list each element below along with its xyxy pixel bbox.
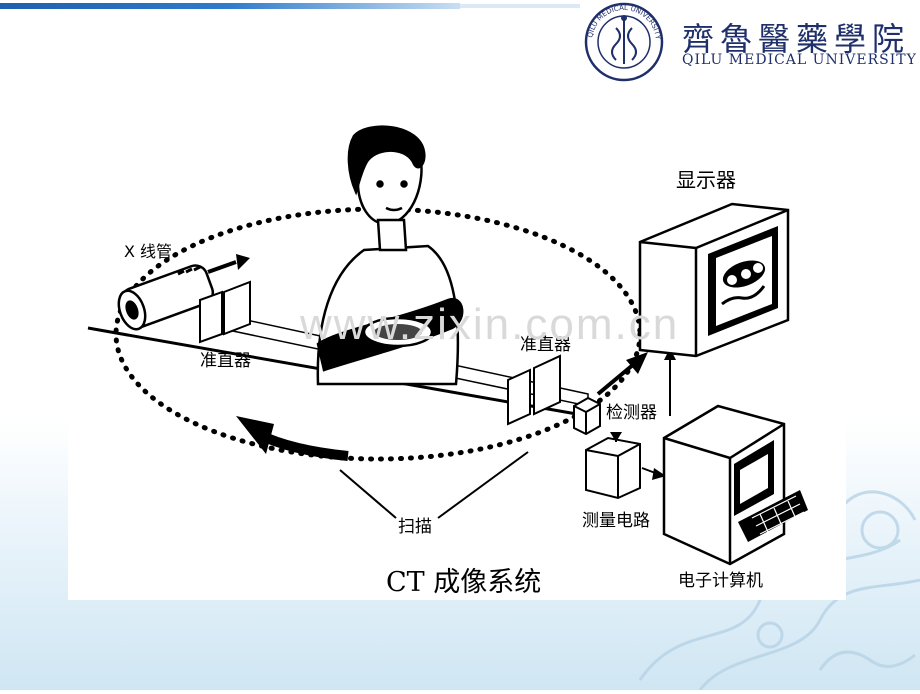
watermark-text: www.zixin.com.cn xyxy=(300,300,680,349)
display-label: 显示器 xyxy=(676,168,736,192)
measurement-circuit-label: 测量电路 xyxy=(582,511,650,531)
university-name-en: QILU MEDICAL UNIVERSITY xyxy=(682,52,917,68)
measurement-circuit-icon xyxy=(585,436,641,500)
detector-to-circuit-arrow-icon xyxy=(610,432,622,442)
diagram-title: CT 成像系统 xyxy=(386,567,542,598)
collimator-left-icon xyxy=(199,280,251,344)
detector-icon xyxy=(573,396,601,436)
circuit-to-computer-arrow-icon xyxy=(652,468,666,480)
scan-pointer-left xyxy=(339,469,397,519)
patient-figure xyxy=(316,125,464,386)
ct-diagram-figure: X 线管 准直器 准直器 显示器 检测器 测量电路 扫描 电子计算机 CT 成像… xyxy=(68,124,846,600)
detector-to-display-arrowhead-icon xyxy=(626,352,648,374)
tube-arrow-line xyxy=(207,260,237,274)
detector-to-display-line xyxy=(596,362,636,396)
collimator-right-label: 准直器 xyxy=(520,335,571,355)
xray-tube-icon xyxy=(117,264,215,331)
header-bar xyxy=(0,3,580,9)
xray-tube-label: X 线管 xyxy=(124,242,173,261)
detector-label: 检测器 xyxy=(606,403,657,423)
university-logo: QILU MEDICAL UNIVERSITY 齊魯醫藥學院 QILU MEDI… xyxy=(578,2,920,84)
display-monitor-icon xyxy=(638,202,790,358)
scan-label: 扫描 xyxy=(398,517,432,537)
ct-diagram-drawing xyxy=(87,125,808,566)
scan-pointer-right xyxy=(437,451,529,519)
scan-direction-arrowhead-icon xyxy=(236,416,274,454)
tube-arrowhead-icon xyxy=(236,254,250,270)
collimator-right-icon xyxy=(507,354,561,426)
dragon-pattern xyxy=(638,490,920,691)
scan-direction-line xyxy=(255,429,349,461)
university-seal-icon: QILU MEDICAL UNIVERSITY xyxy=(584,2,664,82)
collimator-left-label: 准直器 xyxy=(200,351,251,371)
university-name-cn: 齊魯醫藥學院 xyxy=(682,20,911,58)
computer-label: 电子计算机 xyxy=(678,571,763,591)
computer-icon xyxy=(662,404,808,566)
